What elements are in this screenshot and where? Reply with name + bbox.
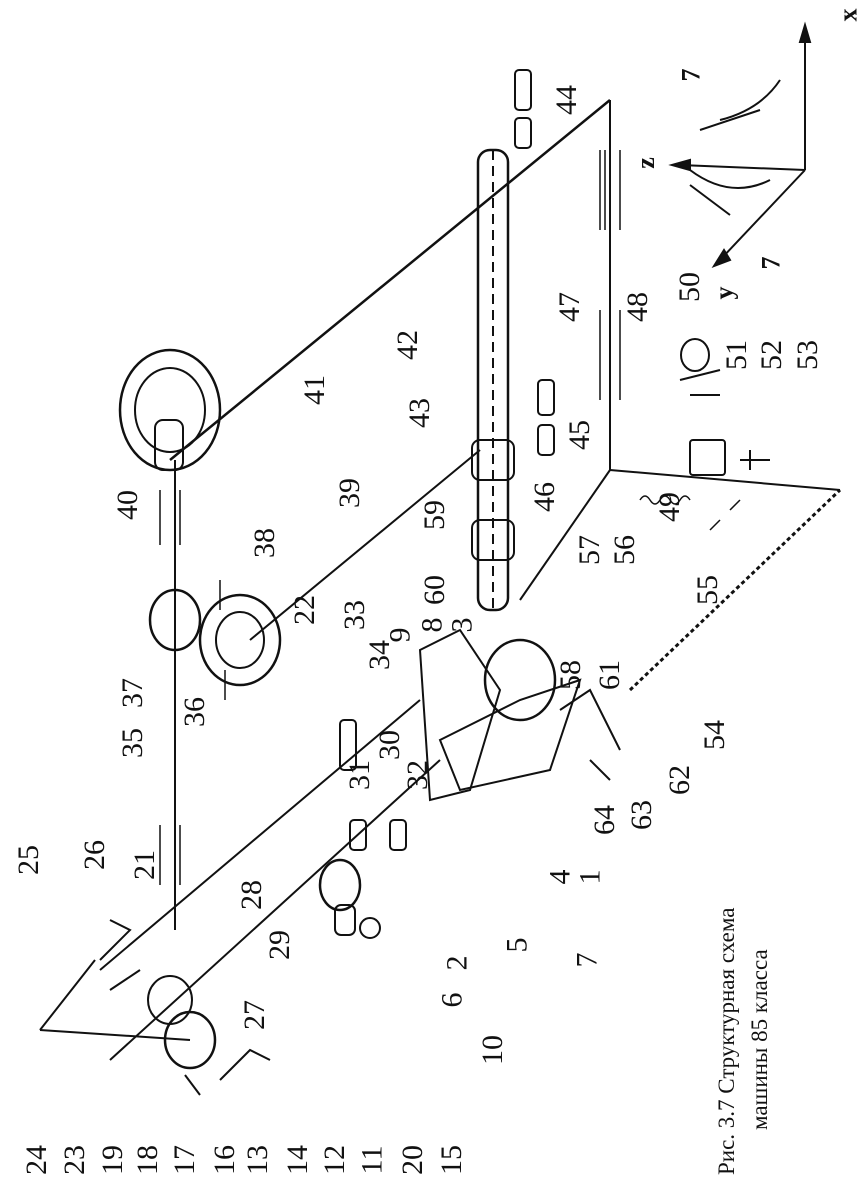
- label-37: 37: [116, 678, 149, 708]
- label-19: 19: [96, 1145, 129, 1175]
- label-43: 43: [403, 398, 436, 428]
- motor-14: [318, 858, 381, 939]
- label-17: 17: [168, 1145, 201, 1175]
- label-20: 20: [396, 1145, 429, 1175]
- shaft-53: [609, 469, 841, 491]
- label-34: 34: [363, 640, 396, 670]
- label-47: 47: [553, 292, 586, 322]
- label-57: 57: [573, 535, 606, 565]
- block-52: [689, 439, 770, 476]
- gear-38: [198, 593, 282, 687]
- label-54: 54: [698, 720, 731, 750]
- label-32: 32: [401, 760, 434, 790]
- label-48: 48: [621, 292, 654, 322]
- label-64: 64: [588, 805, 621, 835]
- label-29: 29: [263, 930, 296, 960]
- label-15: 15: [435, 1145, 468, 1175]
- label-50: 50: [673, 272, 706, 302]
- label-44: 44: [550, 85, 583, 115]
- linkage-57-64: [559, 688, 621, 781]
- shaft-24: [39, 1029, 191, 1041]
- label-3: 3: [445, 617, 479, 633]
- label-33: 33: [338, 600, 371, 630]
- handwheel-19: [147, 975, 217, 1070]
- figure-caption-line1: Рис. 3.7 Структурная схема: [714, 907, 739, 1176]
- shaft-22: [99, 699, 421, 971]
- label-56: 56: [608, 535, 641, 565]
- coupling-46: [537, 379, 555, 456]
- label-42: 42: [391, 330, 424, 360]
- shaft-41: [169, 99, 611, 461]
- label-7: 7: [570, 952, 604, 968]
- main-shaft-43: [471, 148, 515, 612]
- axis-x-label: x: [833, 8, 863, 22]
- label-53: 53: [791, 340, 824, 370]
- cam-mechanism: [418, 628, 582, 802]
- label-61: 61: [593, 660, 626, 690]
- label-46: 46: [528, 482, 561, 512]
- label-49: 49: [653, 492, 686, 522]
- shaft-25: [39, 959, 96, 1031]
- label-22: 22: [288, 595, 321, 625]
- label-63: 63: [625, 800, 658, 830]
- label-1: 1: [573, 869, 607, 885]
- shaft-45: [519, 469, 611, 601]
- label-58: 58: [554, 660, 587, 690]
- coupling-44: [514, 69, 532, 149]
- label-30: 30: [373, 730, 406, 760]
- axes-xyz: [668, 21, 812, 268]
- hatched-supports: [159, 150, 621, 885]
- linkage-21-26: [99, 919, 141, 991]
- label-55: 55: [691, 575, 724, 605]
- label-31: 31: [343, 760, 376, 790]
- spring-49: [639, 495, 691, 505]
- label-40: 40: [111, 490, 144, 520]
- axis-7-top: 7: [676, 68, 706, 82]
- label-38: 38: [248, 528, 281, 558]
- label-51: 51: [720, 340, 753, 370]
- label-5: 5: [500, 937, 534, 953]
- label-21: 21: [128, 850, 161, 880]
- axis-7-bottom: 7: [756, 256, 786, 270]
- label-10: 10: [476, 1035, 509, 1065]
- label-23: 23: [58, 1145, 91, 1175]
- axis-y-label: y: [709, 286, 739, 300]
- label-45: 45: [563, 420, 596, 450]
- rollers-30-32: [339, 719, 407, 851]
- label-60: 60: [418, 575, 451, 605]
- label-27: 27: [238, 1000, 271, 1030]
- label-6: 6: [435, 992, 469, 1008]
- label-13: 13: [241, 1145, 274, 1175]
- figure-caption-line2: машины 85 класса: [747, 949, 772, 1130]
- label-28: 28: [235, 880, 268, 910]
- shaft-39: [249, 449, 481, 641]
- label-11: 11: [355, 1145, 389, 1175]
- pulley-40: [118, 348, 222, 472]
- label-2: 2: [440, 955, 474, 971]
- label-26: 26: [78, 840, 111, 870]
- label-35: 35: [116, 728, 149, 758]
- label-12: 12: [318, 1145, 351, 1175]
- label-24: 24: [20, 1145, 53, 1175]
- label-25: 25: [12, 845, 45, 875]
- label-8: 8: [415, 617, 449, 633]
- label-18: 18: [131, 1145, 164, 1175]
- label-41: 41: [298, 375, 331, 405]
- axis-z-label: z: [630, 157, 660, 169]
- label-16: 16: [208, 1145, 241, 1175]
- chain-54-55: [628, 488, 842, 692]
- linkage-16-18: [184, 1048, 271, 1096]
- label-14: 14: [281, 1145, 314, 1175]
- label-36: 36: [178, 697, 211, 727]
- part-50: [679, 338, 721, 396]
- label-52: 52: [755, 340, 788, 370]
- label-39: 39: [333, 478, 366, 508]
- label-4: 4: [543, 869, 577, 885]
- gear-37: [148, 588, 202, 652]
- label-59: 59: [418, 500, 451, 530]
- shaft-29: [109, 759, 441, 1061]
- label-62: 62: [663, 765, 696, 795]
